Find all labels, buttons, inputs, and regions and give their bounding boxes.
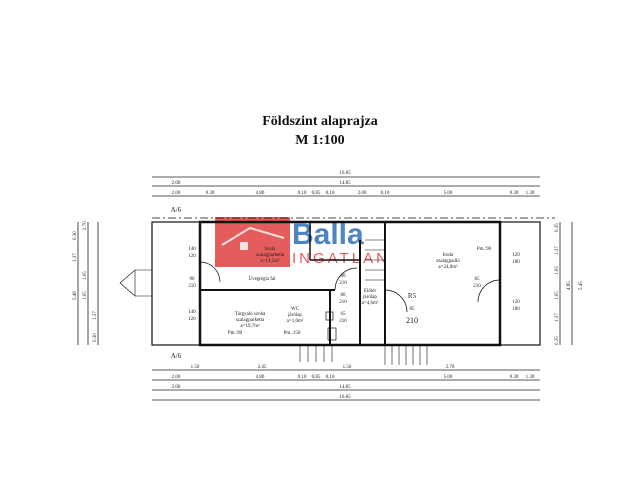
dim: 0.85: [312, 191, 321, 196]
opening: 80: [341, 293, 347, 298]
dim: 0.10: [381, 191, 390, 196]
dim: 0.85: [312, 375, 321, 380]
room-area: a=14,5m²: [260, 258, 280, 264]
dim: 2.00: [358, 191, 367, 196]
dim: 5.00: [444, 375, 453, 380]
walls: [151, 217, 555, 347]
dim: 0.10: [298, 375, 307, 380]
dim: 1.30: [526, 191, 535, 196]
dim: 5.45: [579, 281, 584, 290]
room-name: Iroda: [265, 247, 276, 252]
room-name: WC: [291, 307, 300, 312]
opening: 210: [339, 319, 347, 324]
stairs: [119, 239, 428, 365]
dim: 0.30: [510, 191, 519, 196]
opening: 180: [512, 307, 520, 312]
room-area: a=19,7m²: [240, 323, 260, 329]
annotation: Pm.:150: [284, 331, 301, 336]
dim: 0.30: [206, 191, 215, 196]
dim: 1.05: [555, 291, 560, 300]
opening: 140: [188, 310, 196, 315]
stairs-label: R5: [408, 292, 417, 300]
dim: 1.56: [343, 365, 352, 370]
dimension-lines: [77, 176, 573, 401]
annotation: Pm.:90: [477, 247, 492, 252]
dim: 1.37: [73, 253, 78, 262]
dim: 1.37: [555, 246, 560, 255]
opening: 85: [475, 277, 481, 282]
room-floor: járólap: [362, 295, 377, 300]
opening: 210: [473, 284, 481, 289]
dim: 1.37: [555, 313, 560, 322]
dim: 2.00: [172, 191, 181, 196]
axis-label-top: A/6: [171, 206, 182, 214]
opening: 120: [188, 317, 196, 322]
dim-overall-bottom: 16.85: [339, 395, 351, 400]
watermark-brand: Balla: [292, 218, 364, 251]
opening: 85: [410, 307, 416, 312]
dim: 1.30: [526, 375, 535, 380]
dim: 0.30: [93, 333, 98, 342]
room-area: a=1,0m²: [287, 318, 304, 324]
dim: 4.80: [256, 191, 265, 196]
room-floor: szalagpadló: [436, 259, 460, 264]
dim: 0.10: [326, 375, 335, 380]
axis-label-bottom: A/6: [171, 352, 182, 360]
dim: 0.30: [73, 231, 78, 240]
room-name: Tárgyaló szoba: [235, 312, 266, 317]
opening: 120: [512, 300, 520, 305]
opening: 210: [406, 316, 418, 325]
dim: 0.35: [555, 223, 560, 232]
watermark-sub: INGATLAN: [292, 250, 390, 267]
dim-overall-top: 16.85: [339, 171, 351, 176]
opening: 210: [339, 300, 347, 305]
opening: 120: [512, 253, 520, 258]
dim: 5.48: [73, 291, 78, 300]
opening: 210: [188, 284, 196, 289]
annotation: Üvegtégla fal: [248, 276, 276, 282]
dim: 2.70: [83, 221, 88, 230]
annotation: Pm.:90: [228, 331, 243, 336]
room-floor: szalagparketta: [256, 253, 285, 258]
dim-left-top: 2.00: [172, 181, 181, 186]
dim: 1.50: [191, 365, 200, 370]
opening: 80: [341, 274, 347, 279]
room-floor: járólap: [287, 313, 302, 318]
plan-title: Földszint alaprajza: [262, 114, 378, 129]
dim: 0.10: [326, 191, 335, 196]
opening: 140: [188, 247, 196, 252]
dim: 2.70: [446, 365, 455, 370]
dim: 4.85: [567, 281, 572, 290]
room-area: a=24,0m²: [438, 264, 458, 270]
dim: 14.85: [339, 385, 351, 390]
dim: 0.35: [555, 336, 560, 345]
opening: 180: [512, 260, 520, 265]
opening: 90: [190, 277, 196, 282]
room-name: Előtér: [364, 289, 377, 294]
dim: 2.45: [258, 365, 267, 370]
dim: 2.00: [172, 375, 181, 380]
dim: 1.05: [555, 266, 560, 275]
opening: 210: [339, 281, 347, 286]
dim-inner-top: 14.85: [339, 181, 351, 186]
plan-scale: M 1:100: [295, 133, 345, 148]
room-name: Iroda: [443, 253, 454, 258]
dim: 1.37: [93, 311, 98, 320]
room-area: a=4,6m²: [362, 300, 379, 306]
dim: 4.80: [256, 375, 265, 380]
dim: 0.10: [298, 191, 307, 196]
watermark: Balla INGATLAN: [215, 217, 390, 267]
dim: 2.00: [172, 385, 181, 390]
opening: 120: [188, 254, 196, 259]
room-floor: szalagparketta: [236, 318, 265, 323]
opening: 65: [341, 312, 347, 317]
dim: 1.05: [83, 271, 88, 280]
dim: 0.30: [510, 375, 519, 380]
dim: 5.00: [444, 191, 453, 196]
dim: 1.05: [83, 291, 88, 300]
